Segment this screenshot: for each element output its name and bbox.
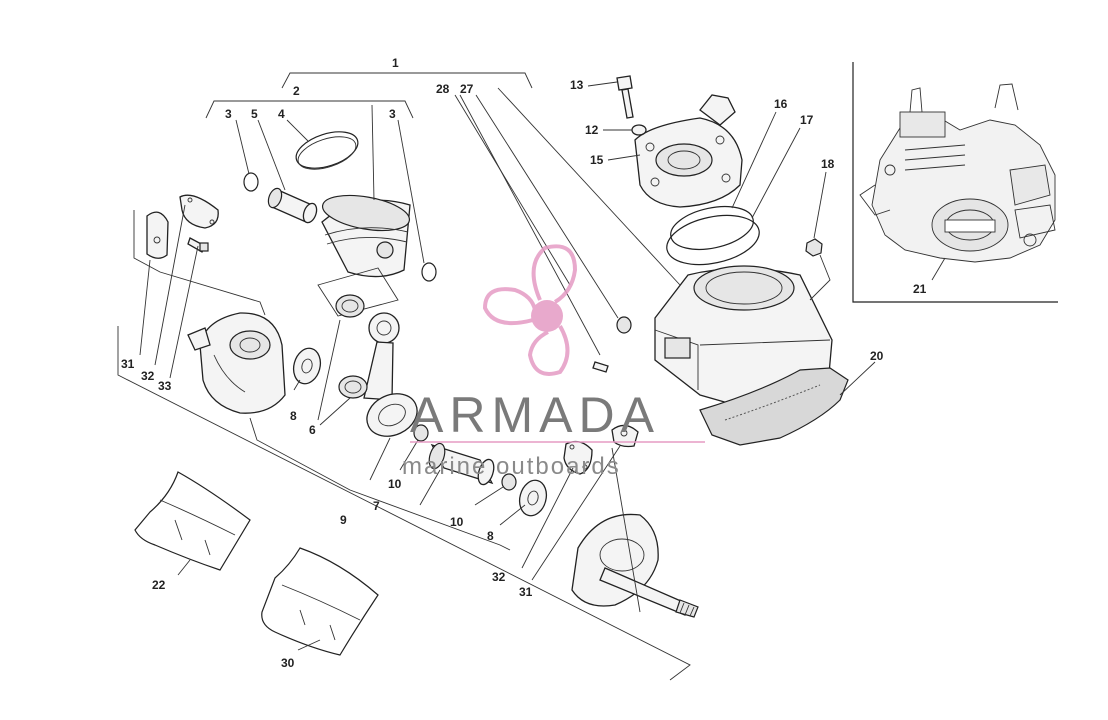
callout-3-left: 3 — [225, 107, 232, 121]
group-brackets — [205, 72, 533, 119]
connecting-rod — [363, 312, 418, 437]
screw-33 — [187, 237, 209, 253]
piston — [321, 194, 411, 278]
callout-32-right: 32 — [492, 570, 506, 584]
cylinder-head — [634, 94, 743, 208]
callout-17: 17 — [800, 113, 814, 127]
callout-10-lower: 10 — [450, 515, 464, 529]
callout-5: 5 — [251, 107, 258, 121]
seal-27 — [616, 316, 632, 334]
seal-plate-left — [146, 211, 169, 259]
crank-half-left — [187, 312, 286, 414]
callout-31-left: 31 — [121, 357, 135, 371]
callout-13: 13 — [570, 78, 584, 92]
piston-pin — [267, 187, 318, 224]
callout-22: 22 — [152, 578, 166, 592]
callout-9: 9 — [340, 513, 347, 527]
cover-plate-left — [179, 194, 219, 229]
big-end-bearing — [338, 375, 368, 399]
watermark-brand: ARMADA — [410, 387, 660, 443]
o-ring-17 — [666, 214, 760, 266]
callout-2: 2 — [293, 84, 300, 98]
small-end-bearing — [317, 267, 399, 318]
callout-16: 16 — [774, 97, 788, 111]
callout-31-right: 31 — [519, 585, 533, 599]
bag-22 — [134, 471, 251, 571]
watermark: ARMADA marine outboards — [402, 244, 705, 480]
callout-6: 6 — [309, 423, 316, 437]
circlip-left — [243, 172, 259, 192]
leader-lines — [117, 81, 876, 681]
callout-4: 4 — [278, 107, 285, 121]
pin-28 — [592, 361, 609, 373]
propeller-logo — [482, 244, 578, 376]
callout-3-right: 3 — [389, 107, 396, 121]
bushing-upper — [413, 424, 429, 442]
thrust-washer-left — [292, 347, 322, 385]
crank-half-right — [571, 513, 699, 618]
bolt-13 — [616, 75, 634, 119]
crankpin — [428, 442, 495, 486]
circlip-right — [421, 262, 437, 282]
callout-8-left: 8 — [290, 409, 297, 423]
callout-labels: 1 2 3 5 4 3 28 27 13 12 15 16 17 18 20 3… — [121, 56, 884, 670]
bushing-lower — [501, 473, 517, 491]
callout-1: 1 — [392, 56, 399, 70]
callout-12: 12 — [585, 123, 599, 137]
nut-18 — [805, 238, 823, 257]
callout-15: 15 — [590, 153, 604, 167]
callout-7: 7 — [373, 499, 380, 513]
watermark-tagline: marine outboards — [402, 453, 621, 480]
callout-28: 28 — [436, 82, 450, 96]
base-gasket — [699, 367, 849, 446]
cylinder — [654, 265, 833, 407]
callout-33: 33 — [158, 379, 172, 393]
thrust-washer-right — [518, 479, 548, 517]
engine-inset: 21 — [852, 62, 1058, 303]
callout-10-upper: 10 — [388, 477, 402, 491]
callout-27: 27 — [460, 82, 474, 96]
callout-30: 30 — [281, 656, 295, 670]
callout-32-left: 32 — [141, 369, 155, 383]
callout-21: 21 — [913, 282, 927, 296]
callout-18: 18 — [821, 157, 835, 171]
washer-12 — [631, 124, 647, 136]
callout-8-right: 8 — [487, 529, 494, 543]
piston-ring-4 — [295, 131, 359, 170]
callout-20: 20 — [870, 349, 884, 363]
bag-30 — [261, 547, 379, 656]
